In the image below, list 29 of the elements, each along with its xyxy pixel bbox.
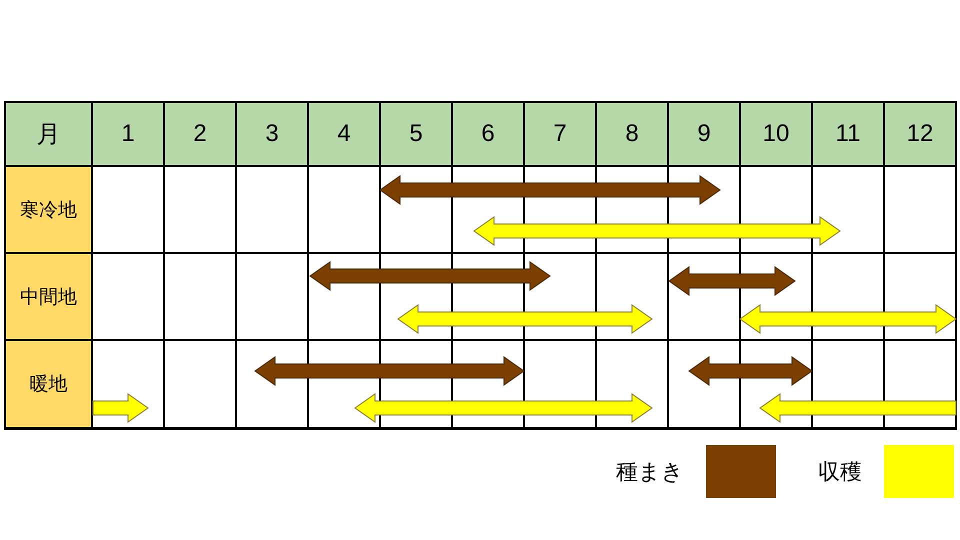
- month-header-cell: 10: [740, 102, 812, 166]
- period-bar-end: [760, 394, 956, 422]
- period-bar: [380, 176, 720, 204]
- region-cell: 寒冷地: [5, 166, 92, 253]
- period-bar: [740, 305, 956, 333]
- legend-label: 種まき: [616, 458, 684, 486]
- period-bar: [310, 262, 550, 290]
- month-header-cell: 1: [92, 102, 164, 166]
- period-bar: [398, 305, 652, 333]
- period-bar: [355, 394, 652, 422]
- month-header-cell: 7: [524, 102, 596, 166]
- region-cell: 中間地: [5, 253, 92, 340]
- period-bar: [669, 267, 795, 295]
- period-bar-end: [93, 394, 148, 422]
- period-bar: [474, 217, 840, 245]
- month-header-cell: 8: [596, 102, 668, 166]
- month-header-cell: 9: [668, 102, 740, 166]
- month-header-cell: 3: [236, 102, 308, 166]
- column-header-cell: 月: [5, 102, 92, 166]
- month-header-cell: 4: [308, 102, 380, 166]
- period-bar: [689, 357, 812, 385]
- month-header-cell: 11: [812, 102, 884, 166]
- period-bar: [255, 357, 524, 385]
- region-cell: 暖地: [5, 340, 92, 428]
- month-header-cell: 12: [884, 102, 956, 166]
- month-header-cell: 2: [164, 102, 236, 166]
- month-header-cell: 5: [380, 102, 452, 166]
- legend-label: 収穫: [818, 458, 862, 486]
- month-header-cell: 6: [452, 102, 524, 166]
